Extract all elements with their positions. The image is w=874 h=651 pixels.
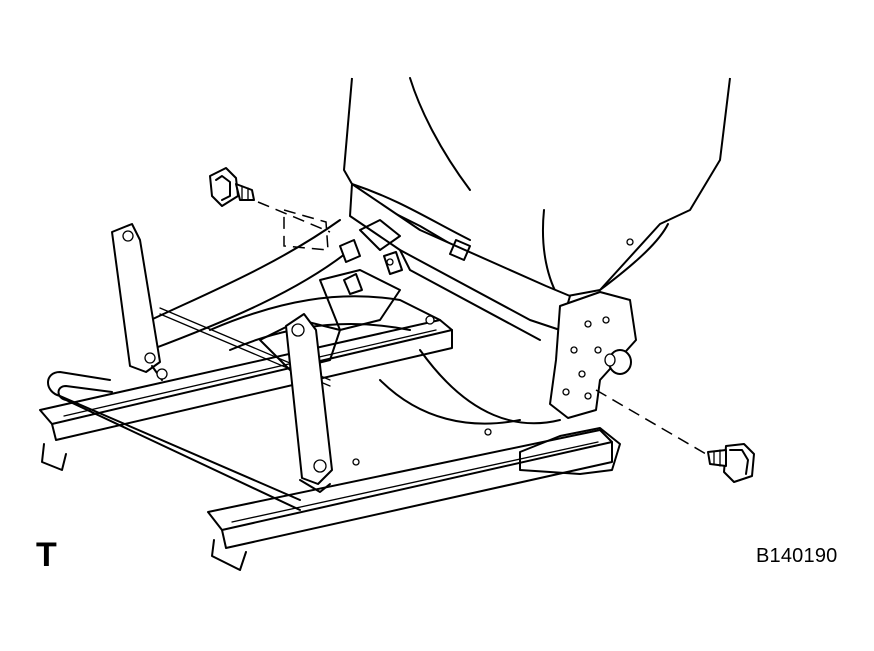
bolt-upper-left [209,167,255,207]
figure-id: B140190 [756,545,838,567]
seatback-hinge-bracket [549,291,637,419]
bolt-upper-left-guide-line [257,201,331,233]
torque-symbol: T [36,536,57,574]
seatback-crossbar [349,183,571,341]
seat-track-rail-front [207,427,621,571]
bolt-target-phantom [283,209,329,251]
bolt-lower-right [707,443,755,483]
lifter-link-center [285,313,333,493]
lifter-link-left [111,223,168,381]
bolt-lower-right-guide-line [595,389,707,455]
seat-frame-mount [339,239,403,295]
seat-track-rail-rear [39,319,453,471]
seatback-cushion [343,77,731,301]
